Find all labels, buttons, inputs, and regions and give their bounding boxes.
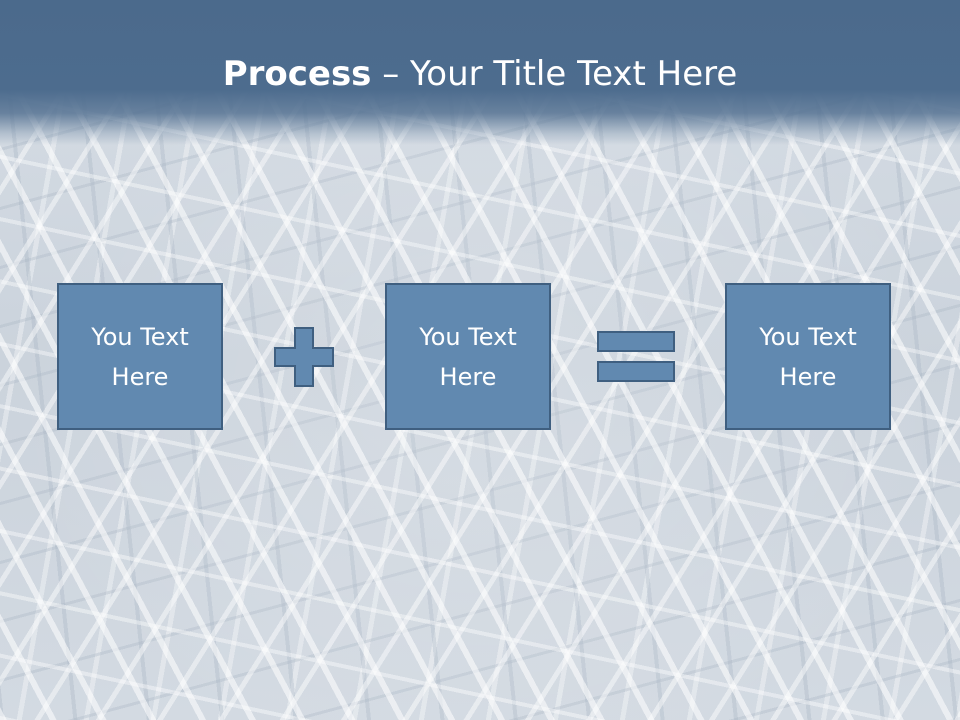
slide-title[interactable]: Process – Your Title Text Here [0, 52, 960, 96]
process-box-1-text: You Text Here [91, 322, 189, 391]
plus-icon [274, 327, 334, 387]
title-band [0, 0, 960, 145]
equals-icon [597, 331, 675, 382]
process-box-2-text: You Text Here [419, 322, 517, 391]
process-box-2[interactable]: You Text Here [385, 283, 551, 430]
title-bold: Process [222, 54, 372, 94]
title-rest: – Your Title Text Here [371, 54, 738, 94]
process-box-3[interactable]: You Text Here [725, 283, 891, 430]
process-box-3-text: You Text Here [759, 322, 857, 391]
process-box-1[interactable]: You Text Here [57, 283, 223, 430]
